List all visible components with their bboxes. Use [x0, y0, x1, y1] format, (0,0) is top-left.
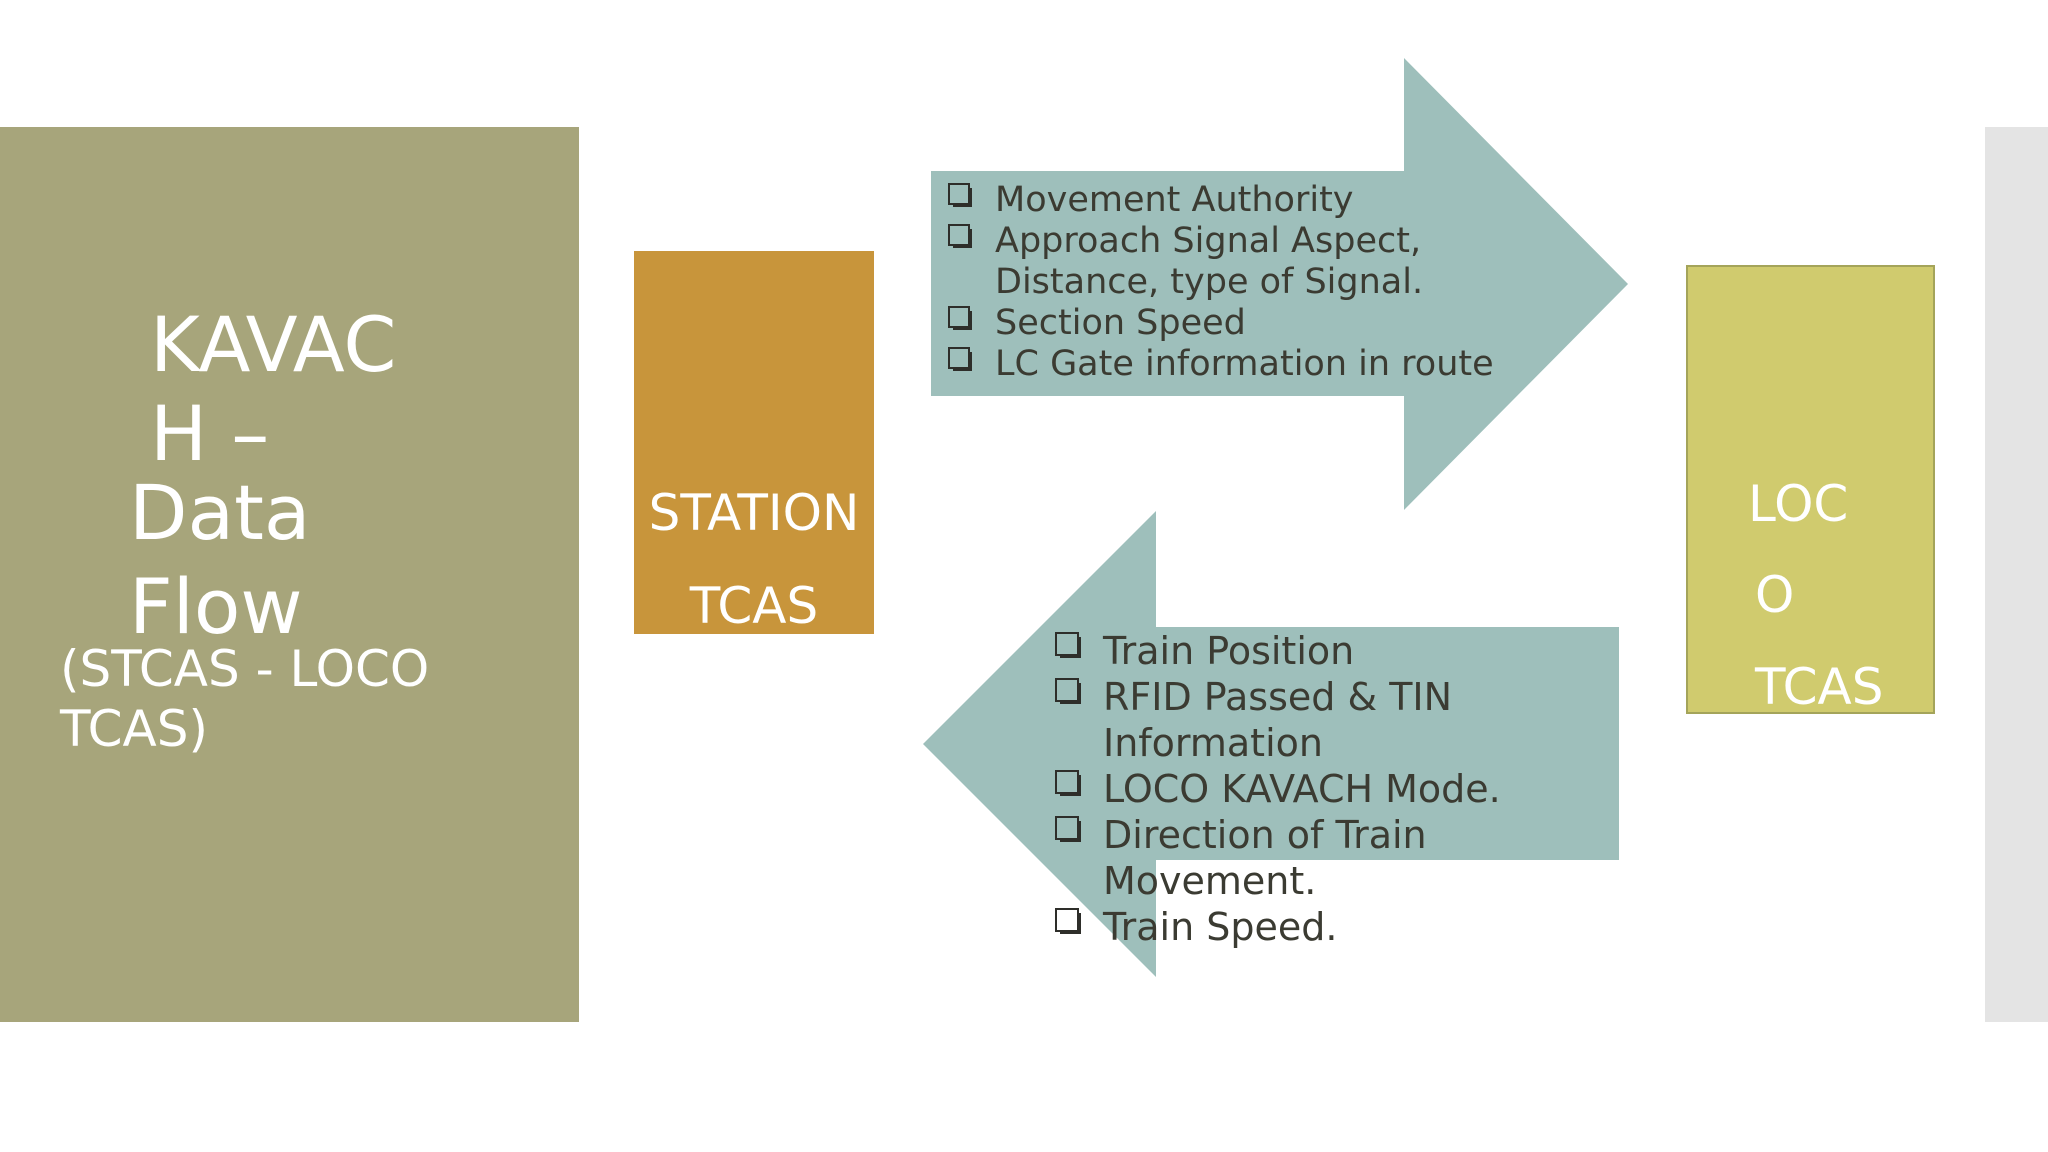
checkbox-bullet-icon	[1055, 632, 1081, 658]
title-line-4: Flow	[129, 562, 303, 651]
list-item: Direction of Train Movement.	[1055, 812, 1615, 904]
checkbox-bullet-icon	[1055, 908, 1081, 934]
list-item: LC Gate information in route	[948, 344, 1508, 385]
list-item: Train Position	[1055, 628, 1615, 674]
right-arrow	[931, 58, 1628, 510]
list-item: RFID Passed & TIN Information	[1055, 674, 1615, 766]
title-line-2: H –	[150, 389, 270, 478]
subtitle-line-1: (STCAS - LOCO	[60, 640, 430, 698]
checkbox-bullet-icon	[948, 183, 972, 207]
list-item: Section Speed	[948, 303, 1508, 344]
list-item: Approach Signal Aspect, Distance, type o…	[948, 221, 1508, 303]
loco-label-line-1: LOC	[1748, 475, 1849, 533]
title-panel	[0, 127, 579, 1022]
checkbox-bullet-icon	[1055, 770, 1081, 796]
top-arrow-list: Movement Authority Approach Signal Aspec…	[948, 180, 1508, 385]
list-item: Movement Authority	[948, 180, 1508, 221]
station-tcas-box	[634, 251, 874, 634]
checkbox-bullet-icon	[948, 306, 972, 330]
loco-label-line-2: O	[1755, 566, 1795, 624]
title-line-3: Data	[129, 468, 311, 557]
station-label-line-1: STATION	[648, 484, 860, 542]
checkbox-bullet-icon	[1055, 816, 1081, 842]
checkbox-bullet-icon	[1055, 678, 1081, 704]
checkbox-bullet-icon	[948, 224, 972, 248]
list-item: LOCO KAVACH Mode.	[1055, 766, 1615, 812]
subtitle-line-2: TCAS)	[60, 700, 208, 758]
left-arrow	[923, 511, 1619, 977]
checkbox-bullet-icon	[948, 347, 972, 371]
right-edge-strip	[1985, 127, 2048, 1022]
list-item: Train Speed.	[1055, 904, 1615, 950]
loco-label-line-3: TCAS	[1755, 658, 1884, 716]
title-line-1: KAVAC	[150, 300, 397, 389]
station-label-line-2: TCAS	[689, 577, 819, 635]
bottom-arrow-list: Train Position RFID Passed & TIN Informa…	[1055, 628, 1615, 950]
loco-tcas-box	[1686, 265, 1935, 714]
